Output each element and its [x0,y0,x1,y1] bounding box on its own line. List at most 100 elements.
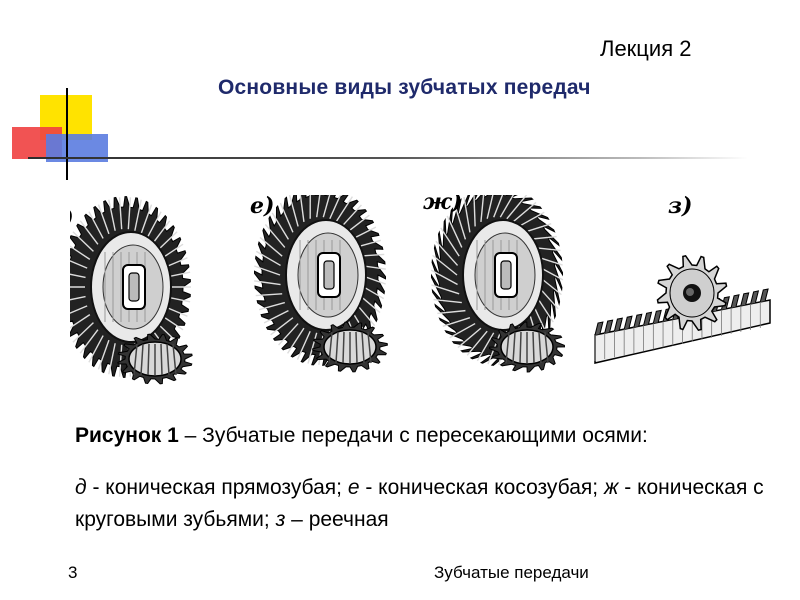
tooth-highlight [473,195,476,227]
tooth-highlight [254,265,281,276]
tooth-highlight [299,195,305,222]
gear-bore [323,260,335,290]
tooth-highlight [480,195,485,222]
tooth-highlight [70,314,91,329]
tooth-highlight [431,284,460,295]
tooth-highlight [255,250,281,267]
tooth-highlight [286,327,305,354]
tooth-highlight [335,196,354,223]
tooth-highlight [70,273,86,279]
tooth-highlight [296,330,311,360]
tooth-highlight [430,269,458,286]
pinion-tooth-line [328,331,333,364]
pinion-tooth-line [544,331,549,364]
decor-vertical-line [66,88,68,180]
tooth-highlight [72,322,94,343]
tooth-highlight [442,317,471,327]
tooth-highlight [493,195,504,218]
tooth-highlight [499,195,515,218]
gear-bore [128,272,140,302]
tooth-highlight [322,195,331,218]
tooth-highlight [264,224,286,248]
tooth-highlight [134,199,142,231]
pinion-tooth-line [172,343,177,376]
tooth-highlight [70,305,88,314]
tooth-highlight [512,201,537,223]
tooth-highlight [463,196,471,233]
pinion-tooth-line [361,331,365,364]
tooth-highlight [329,195,342,220]
tooth-highlight [457,327,482,349]
bevel-gear-3 [430,195,566,373]
pinion-tooth-line [133,343,138,376]
pinion-tooth-line [355,331,358,364]
tooth-highlight [88,211,104,239]
tooth-highlight [476,332,495,362]
tooth-highlight [271,212,290,240]
caption-key-e: е [347,476,360,499]
tooth-highlight [316,195,321,218]
tooth-highlight [255,293,283,297]
pinion-tooth-line [147,343,150,376]
tooth-highlight [307,332,318,364]
tooth-highlight [279,202,294,233]
bevel-gear-2 [254,195,388,373]
tooth-highlight [341,204,362,227]
pinion-tooth-line [166,343,170,376]
tooth-highlight [446,215,463,248]
gear-figure: д)е)ж)з) [70,195,771,385]
caption-key-zh: ж [603,476,619,499]
tooth-highlight [435,240,459,266]
tooth-highlight [278,323,299,346]
figure-item-label: з) [668,195,692,219]
tooth-highlight [288,195,299,227]
tooth-highlight [146,211,162,239]
footer-title: Зубчатые передачи [434,563,589,582]
tooth-highlight [118,197,123,230]
tooth-highlight [70,295,86,301]
tooth-highlight [88,335,104,363]
tooth-highlight [437,309,466,315]
pinion-tooth-line [160,343,163,376]
pinion-tooth-line [505,331,510,364]
tooth-highlight [97,339,110,370]
figure-caption-number: Рисунок 1 [75,424,179,447]
lecture-label: Лекция 2 [600,36,692,61]
tooth-highlight [466,330,488,356]
bevel-gear-1 [70,196,193,385]
caption-key-d: д [75,476,87,499]
pinion-tooth-line [532,331,535,364]
pinion-tooth-line [335,331,339,364]
tooth-highlight [440,227,460,257]
pinion-tooth-line [140,343,144,376]
tooth-highlight [486,195,494,219]
tooth-highlight [518,211,545,228]
figure-caption-text: – Зубчатые передачи с пересекающими осям… [178,424,648,447]
pinion-tooth-line [512,331,516,364]
rack-pinion-bore-highlight [686,288,694,296]
figure-caption-heading: Рисунок 1 – Зубчатые передачи с пересека… [75,424,648,448]
tooth-highlight [523,223,552,233]
caption-key-z: з [275,508,286,531]
pinion-tooth-line [342,331,345,364]
tooth-highlight [79,329,99,354]
tooth-highlight [259,236,283,257]
gear-bore [500,260,512,290]
tooth-highlight [70,245,91,260]
tooth-highlight [432,254,458,276]
pinion-tooth-line [367,331,372,364]
tooth-highlight [97,204,110,235]
tooth-highlight [79,220,99,245]
figure-item-label: ж) [423,195,462,215]
figure-item-label: е) [250,195,274,219]
tooth-highlight [151,220,171,245]
tooth-highlight [449,322,476,339]
slide-title: Основные виды зубчатых передач [218,76,591,99]
tooth-highlight [270,317,294,336]
tooth-highlight [433,298,462,304]
tooth-highlight [72,231,94,252]
caption-text-zh: - коническая с круговыми зубьями; [75,476,764,531]
rack-and-pinion [594,254,771,364]
caption-text-z: – реечная [285,508,389,531]
tooth-highlight [70,260,88,269]
